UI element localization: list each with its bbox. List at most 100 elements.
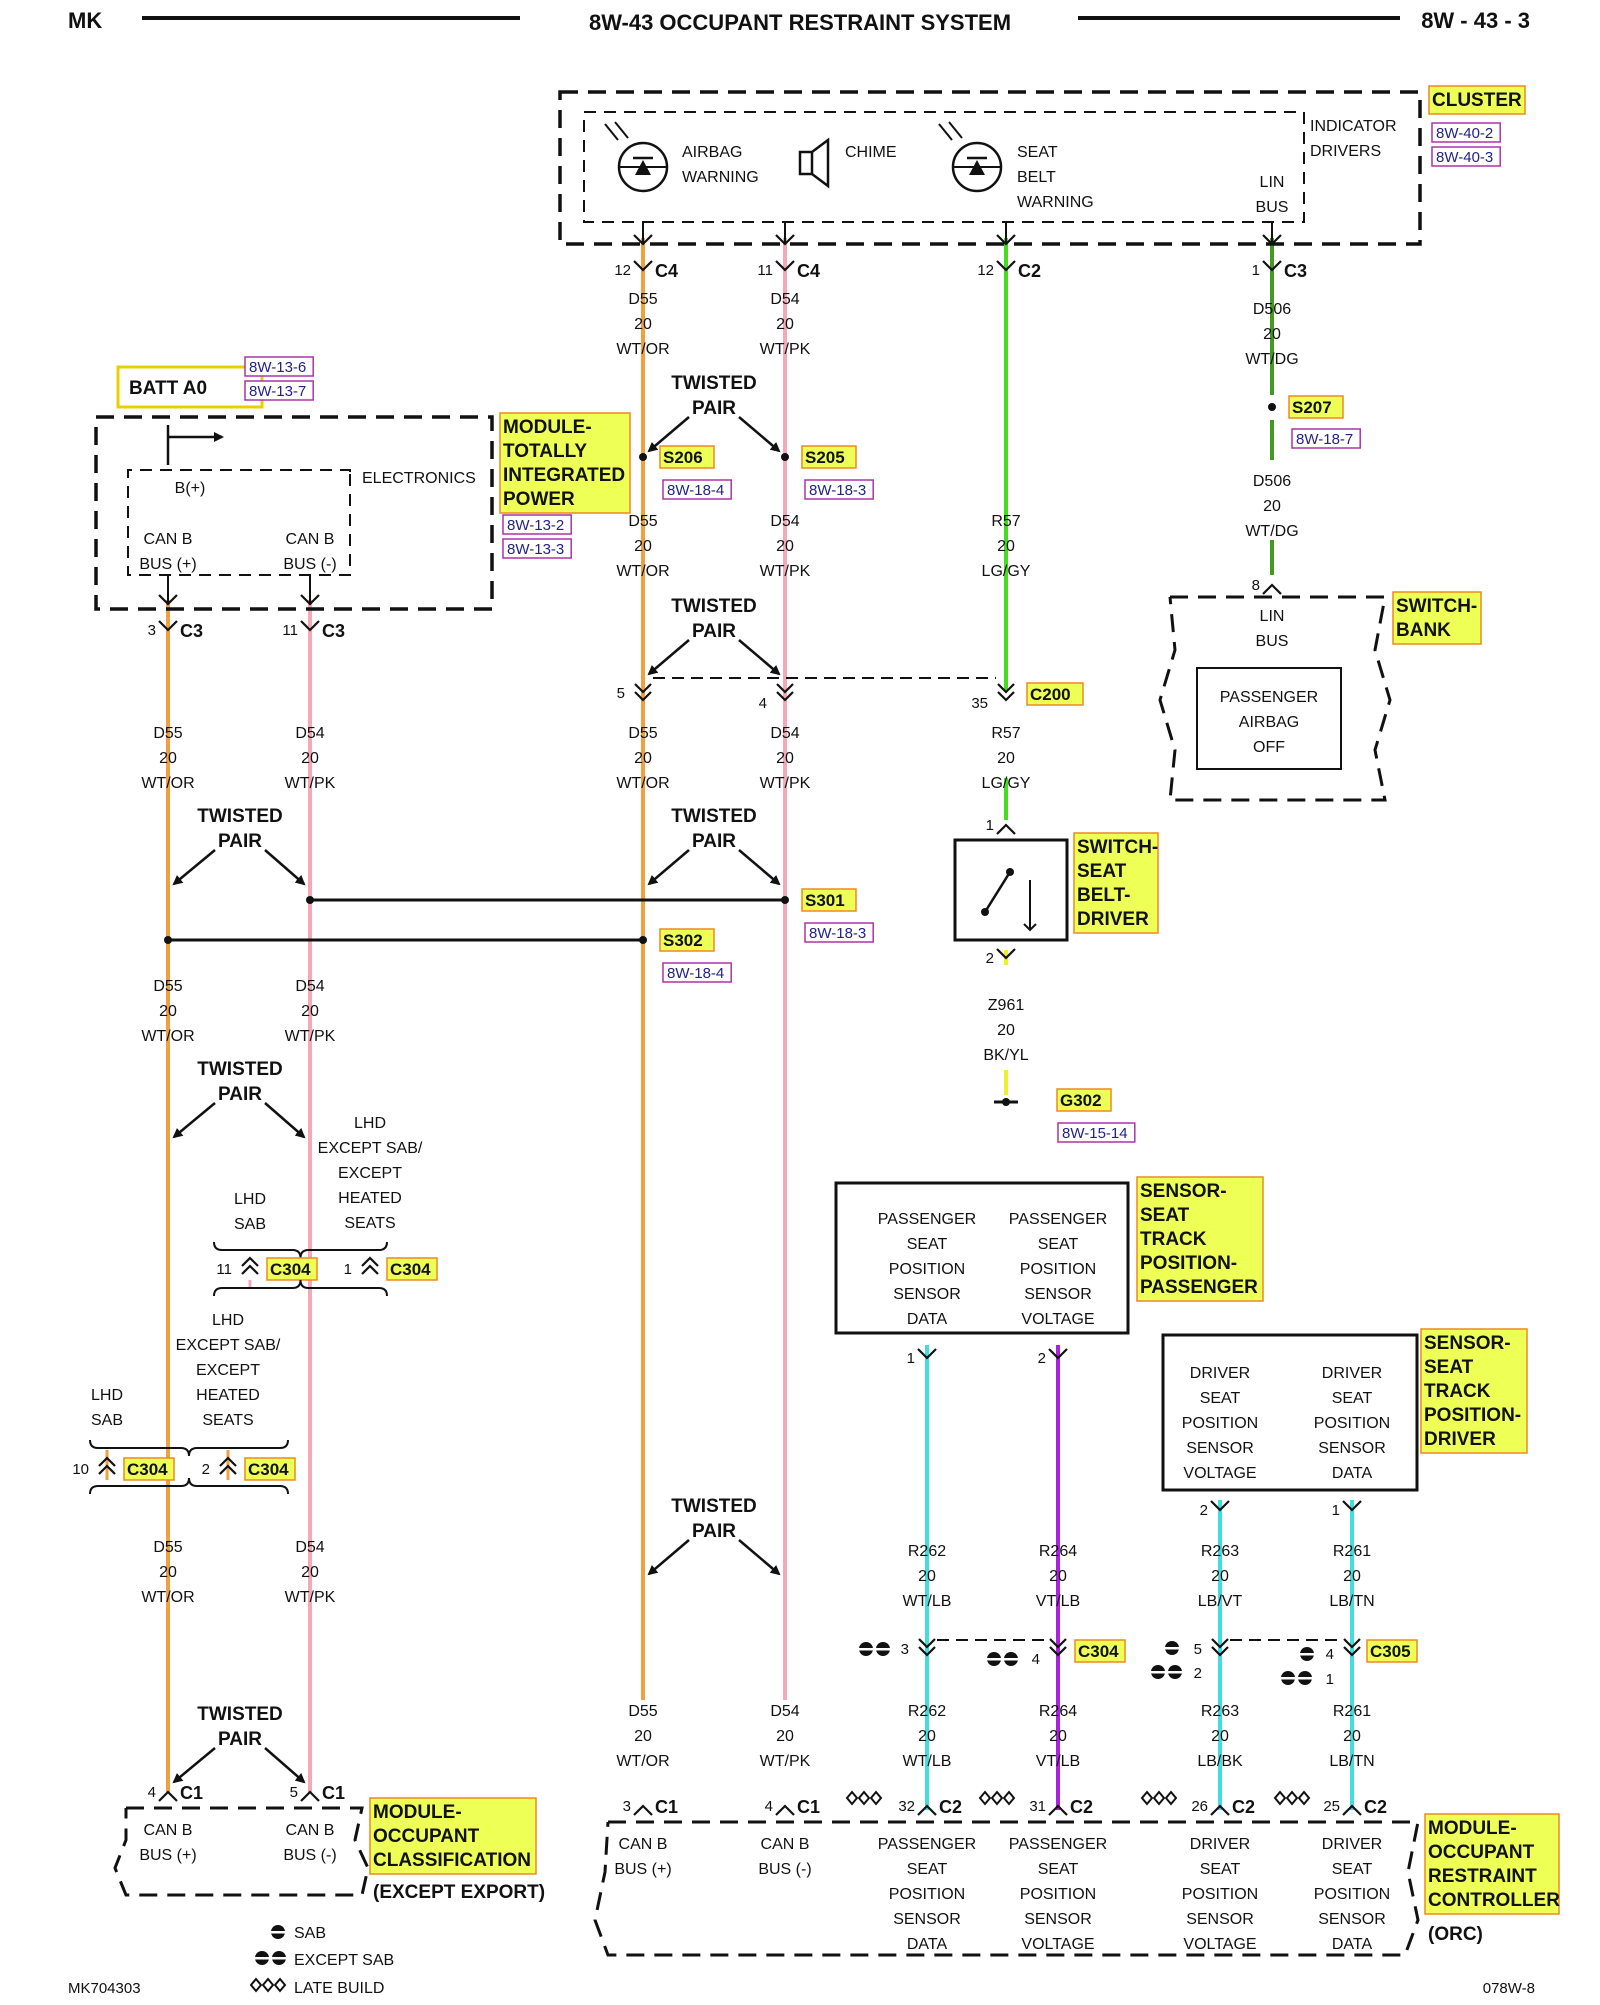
occ-can-b-minus-text: BUS (-) [283,1847,336,1864]
variant-symbol-band [1150,1671,1166,1674]
connector-c2-12 [996,260,1016,272]
passenger-airbag-off-box [1196,667,1342,770]
wire-label-r261: LB/TN [1329,1753,1374,1770]
late-build-symbol [1164,1790,1178,1806]
orc-label: OCCUPANT [1428,1842,1535,1863]
electronics-text: ELECTRONICS [362,470,476,487]
ref-batt-a: 8W-13-6 [249,359,306,376]
connector-c2-32-id: C2 [939,1797,962,1817]
shapes-layer [89,16,1560,1993]
orc-label: RESTRAINT [1428,1866,1537,1887]
splice-s206-label: S206 [663,448,703,467]
variant-symbol-band [1280,1677,1296,1680]
wire-label-d54: 20 [301,750,319,767]
wire-label-r57: 20 [997,538,1015,555]
orc-drv-seat-voltage-text: POSITION [1182,1886,1258,1903]
pass-seat-data-text: POSITION [889,1261,965,1278]
driver-seat-sensor-label: TRACK [1424,1381,1491,1402]
ref-tipm-b: 8W-13-3 [507,541,564,558]
connector-c2-12-pin: 12 [977,262,994,279]
note-lhd-except-upper: EXCEPT SAB/ [318,1140,423,1157]
twisted-pair-2-arrow-right [738,639,781,676]
orc-drv-seat-data-text: POSITION [1314,1886,1390,1903]
connector-c1-4-pin: 4 [765,1798,773,1815]
seat-belt-warning-text: WARNING [1017,194,1094,211]
chime-text: CHIME [845,144,897,161]
ground-g302-label: G302 [1060,1091,1102,1110]
seatbelt-lamp-icon-ray [948,121,963,139]
legend-late-build: LATE BUILD [294,1980,384,1997]
seat-belt-switch-label: SEAT [1077,861,1127,882]
twisted-pair-5-arrow-right [264,1102,306,1139]
wire-label-r264: VT/LB [1036,1753,1080,1770]
switch-pivot [981,908,989,916]
drv-seat-data-text: SEAT [1332,1390,1373,1407]
orc-pass-seat-voltage-text: POSITION [1020,1886,1096,1903]
connector-c3-11-pin: 11 [282,622,298,639]
wire-label-r261: 20 [1343,1568,1361,1585]
wire-label-d55: 20 [159,750,177,767]
variant-symbol-band [271,1957,287,1960]
wire-label-r264: 20 [1049,1568,1067,1585]
wire-label-d54: D54 [770,725,799,742]
connector-c200-5 [634,683,652,694]
wire-label-d54: WT/PK [760,775,811,792]
pass-seat-voltage-text: POSITION [1020,1261,1096,1278]
late-build-symbol [273,1977,287,1993]
orc-can-b-plus-text: CAN B [619,1836,668,1853]
occ-can-b-plus-text: BUS (+) [139,1847,196,1864]
ref-cluster-a-box [1431,122,1501,143]
late-build-symbol [1140,1790,1154,1806]
wire-label-r57: R57 [991,513,1020,530]
footer-left: MK704303 [68,1980,141,1997]
connector-c3-1 [1262,260,1282,272]
connector-c305-4 [1343,1638,1361,1649]
cluster-pin [775,234,795,246]
drv-sensor-pin-2-pin: 2 [1200,1502,1208,1519]
twisted-pair-1: PAIR [692,398,736,419]
connector-c1-4 [158,1790,178,1802]
tipm-label: POWER [503,489,575,510]
connector-c304-3 [918,1646,936,1657]
wire-label-r263: LB/BK [1197,1753,1243,1770]
late-build-symbol [845,1790,859,1806]
orc-pass-seat-data-text: DATA [907,1936,948,1953]
orc-can-b-plus-text: BUS (+) [614,1861,671,1878]
batt-a0-label: BATT A0 [129,378,207,399]
wire-label-r261: R261 [1333,1703,1371,1720]
ref-s301-box [804,922,874,943]
connector-c304-label-highlight [1074,1639,1126,1663]
orc-box [593,1820,1420,1957]
seat-belt-switch-label: DRIVER [1077,909,1149,930]
switch-pivot [1006,868,1014,876]
splice-s205-label: S205 [805,448,845,467]
orc-drv-seat-data-text: SENSOR [1318,1911,1386,1928]
connector-c4-12 [633,260,653,272]
ref-s302-box [662,962,732,983]
connector-c305-1-pin: 1 [1326,1671,1334,1688]
wire-label-r57: R57 [991,725,1020,742]
connector-c200-pin: 4 [759,695,767,712]
late-build-symbol [857,1790,871,1806]
wire-label-d55: D55 [628,725,657,742]
connector-c4-11 [775,260,795,272]
connector-c304-3 [918,1638,936,1649]
ground-g302-dot [1002,1098,1010,1106]
connector-c304-10-pin: 10 [72,1461,89,1478]
lin-bus-text: LIN [1260,174,1285,191]
splice-s205 [781,453,789,461]
cluster-pin [1262,234,1282,246]
connector-c2-31-pin: 31 [1029,1798,1046,1815]
ref-batt-a-box [244,356,314,377]
wire-label-r262: WT/LB [903,1593,952,1610]
connector-c304-11 [241,1264,259,1275]
late-build-symbol [249,1977,263,1993]
passenger-seat-sensor-label: SEAT [1140,1205,1190,1226]
seat-belt-switch-label-highlight [1073,832,1159,934]
drv-seat-data-text: DATA [1332,1465,1373,1482]
connector-c304-label: C304 [1078,1642,1119,1661]
wire-label-d54: WT/PK [760,341,811,358]
connector-c3-3 [158,620,178,632]
twisted-pair-7: PAIR [692,1521,736,1542]
splice-s302-dot [639,936,647,944]
